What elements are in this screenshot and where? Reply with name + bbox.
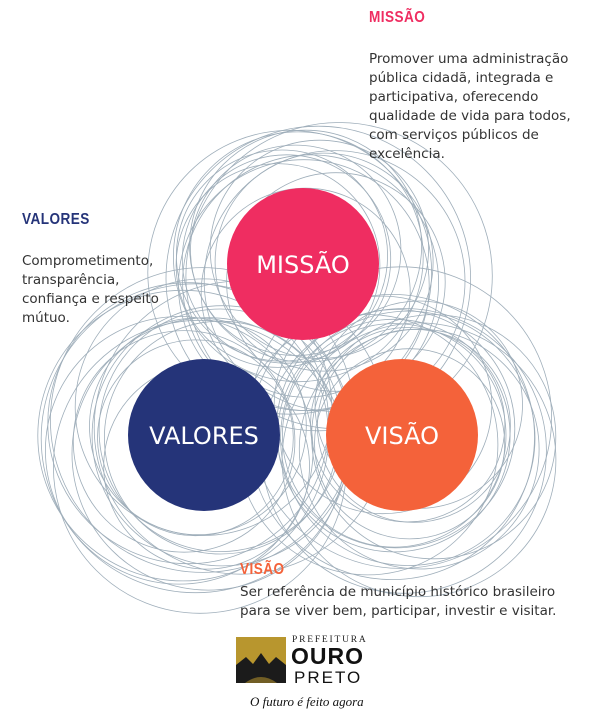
orbit-ring-22 xyxy=(72,330,296,553)
orbit-ring-46 xyxy=(311,314,557,560)
orbit-ring-36 xyxy=(273,295,493,515)
missao-heading: MISSÃO xyxy=(369,9,426,26)
logo-prefeitura-text: PREFEITURA xyxy=(292,635,368,645)
valores-circle-shape xyxy=(128,359,280,511)
valores-heading: VALORES xyxy=(22,211,90,228)
orbit-ring-4 xyxy=(172,131,424,383)
missao-circle-shape xyxy=(227,188,379,340)
orbit-ring-11 xyxy=(214,152,434,372)
valores-description: Comprometimento, transparência, confianç… xyxy=(22,253,159,326)
logo-mountain-emblem xyxy=(236,637,286,683)
missao-description: Promover uma administração pública cidad… xyxy=(369,51,571,162)
prefeitura-ouro-preto-logo: PREFEITURA OURO PRETO O futuro é feito a… xyxy=(236,635,376,715)
orbit-ring-40 xyxy=(282,323,507,548)
logo-emblem-arc xyxy=(245,677,277,683)
orbit-ring-37 xyxy=(310,327,506,523)
missao-circle-label: MISSÃO xyxy=(256,249,350,279)
visao-heading: VISÃO xyxy=(240,561,285,578)
valores-circle: VALORES xyxy=(128,359,280,511)
visao-circle-shape xyxy=(326,359,478,511)
orbit-ring-6 xyxy=(175,149,388,362)
visao-description: Ser referência de município histórico br… xyxy=(240,584,557,619)
visao-circle: VISÃO xyxy=(326,359,478,511)
orbit-ring-38 xyxy=(280,310,536,566)
missao-circle: MISSÃO xyxy=(227,188,379,340)
visao-circle-label: VISÃO xyxy=(365,420,439,450)
logo-ouro-text: OURO xyxy=(291,643,364,669)
orbit-ring-45 xyxy=(298,328,540,570)
logo-slogan: O futuro é feito agora xyxy=(250,694,364,709)
valores-circle-label: VALORES xyxy=(149,422,259,450)
orbit-ring-18 xyxy=(97,339,294,537)
orbit-ring-15 xyxy=(209,139,429,359)
orbit-ring-43 xyxy=(314,348,506,540)
logo-preto-text: PRETO xyxy=(294,668,363,687)
logo-emblem-peaks xyxy=(236,653,286,683)
